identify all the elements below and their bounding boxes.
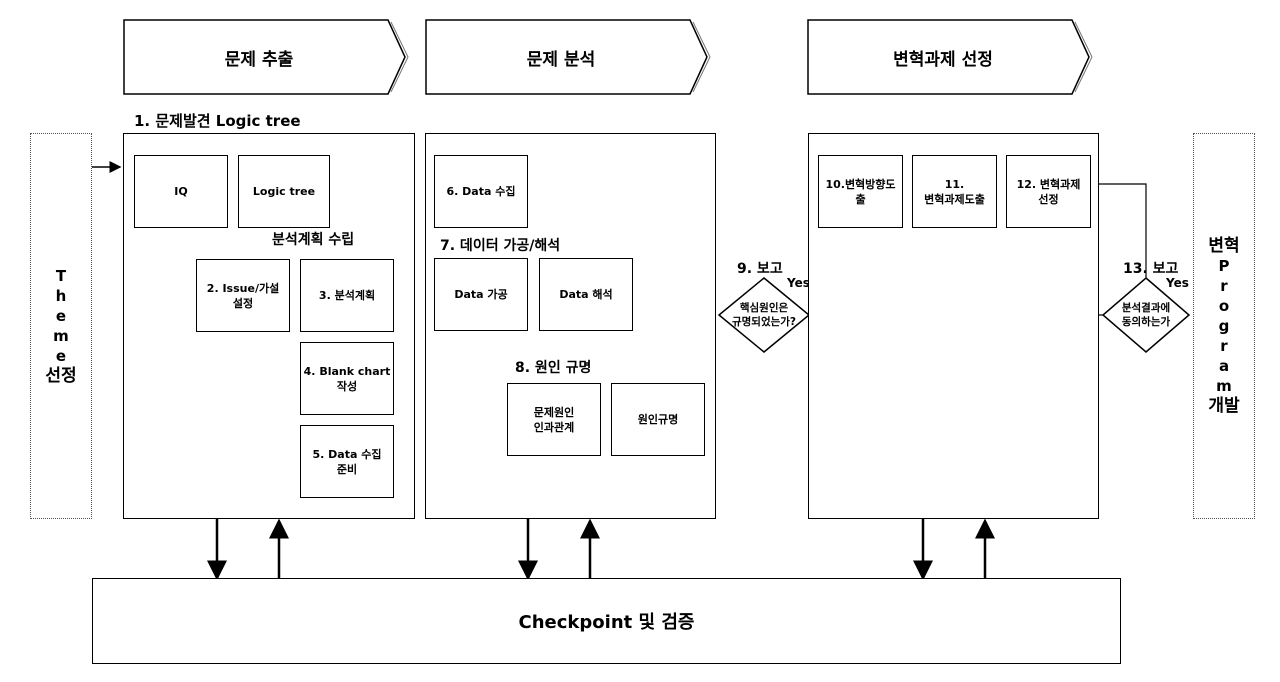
decision1-yes: Yes xyxy=(787,276,810,290)
program-char: r xyxy=(1220,277,1228,295)
checkpoint-box: Checkpoint 및 검증 xyxy=(92,578,1121,664)
program-char: r xyxy=(1220,337,1228,355)
phase-chevron-3 xyxy=(807,19,1090,95)
data-collect-box: 6. Data 수집 xyxy=(434,155,528,228)
process-label: 7. 데이터 가공/해석 xyxy=(440,238,561,254)
data-interpret-box: Data 해석 xyxy=(539,258,633,331)
theme-char: h xyxy=(55,287,67,305)
phase-title-extract: 문제 추출 xyxy=(224,49,294,70)
section1-title: 1. 문제발견 Logic tree xyxy=(134,112,301,130)
program-top: 변혁 xyxy=(1208,236,1240,256)
derive-box: 11. 변혁과제도출 xyxy=(912,155,997,228)
iq-box: IQ xyxy=(134,155,228,228)
issue-box: 2. Issue/가설 설정 xyxy=(196,259,290,332)
theme-char: m xyxy=(53,327,69,345)
program-char: g xyxy=(1218,317,1230,335)
decision1-report: 9. 보고 xyxy=(737,261,783,277)
decision2-question: 분석결과에 동의하는가 xyxy=(1121,302,1171,328)
data-process-box: Data 가공 xyxy=(434,258,528,331)
data-prep-box: 5. Data 수집 준비 xyxy=(300,425,394,498)
decision-diamond-2 xyxy=(1101,277,1191,353)
program-char: m xyxy=(1216,377,1232,395)
theme-char: e xyxy=(55,307,67,325)
program-char: o xyxy=(1218,297,1230,315)
program-char: P xyxy=(1218,257,1230,275)
select-box: 12. 변혁과제 선정 xyxy=(1006,155,1091,228)
blank-chart-box: 4. Blank chart 작성 xyxy=(300,342,394,415)
decision2-yes: Yes xyxy=(1166,276,1189,290)
theme-side-box: T h e m e 선정 xyxy=(30,133,92,519)
theme-bottom: 선정 xyxy=(45,366,77,386)
program-bottom: 개발 xyxy=(1208,396,1240,416)
plan-box: 3. 분석계획 xyxy=(300,259,394,332)
phase-title-select: 변혁과제 선정 xyxy=(893,49,993,70)
program-side-box: 변혁 P r o g r a m 개발 xyxy=(1193,133,1255,519)
phase-chevron-2 xyxy=(425,19,708,95)
decision1-question: 핵심원인은 규명되었는가? xyxy=(731,302,797,328)
theme-char: T xyxy=(55,267,67,285)
phase-chevron-1 xyxy=(123,19,406,95)
plan-label: 분석계획 수립 xyxy=(272,232,355,248)
theme-char: e xyxy=(55,347,67,365)
phase-title-analysis: 문제 분석 xyxy=(526,49,596,70)
cause-relation-box: 문제원인 인과관계 xyxy=(507,383,601,456)
logic-tree-box: Logic tree xyxy=(238,155,330,228)
decision2-report: 13. 보고 xyxy=(1123,261,1179,277)
decision-diamond-1 xyxy=(717,277,811,353)
program-char: a xyxy=(1218,357,1230,375)
cause-identify-box: 원인규명 xyxy=(611,383,705,456)
direction-box: 10.변혁방향도 출 xyxy=(818,155,903,228)
cause-label: 8. 원인 규명 xyxy=(515,360,592,376)
